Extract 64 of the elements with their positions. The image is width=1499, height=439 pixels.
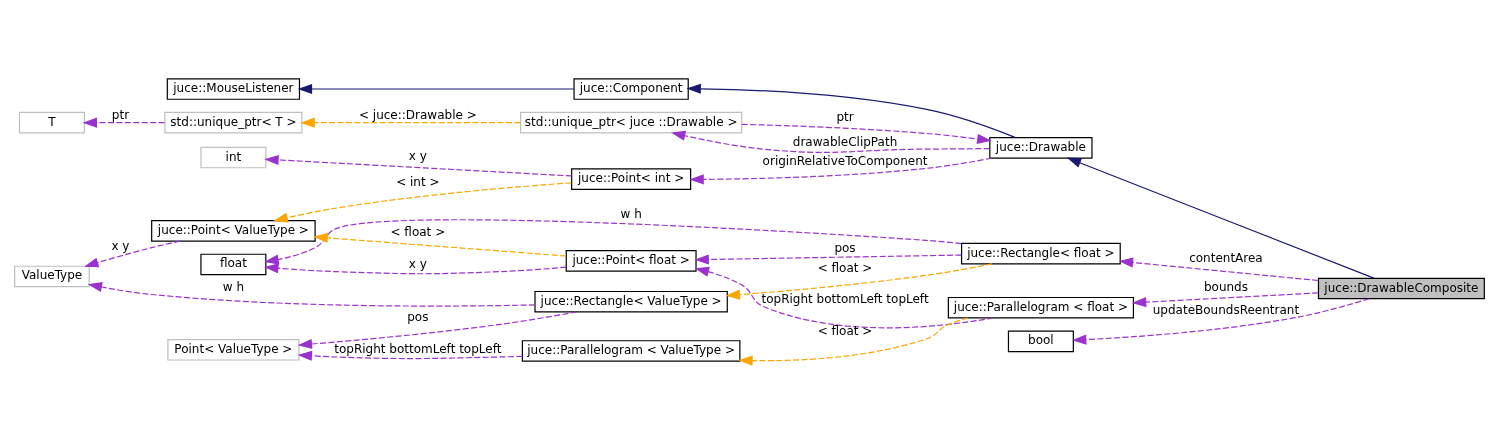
arrow: [264, 154, 573, 177]
edge-label: < float >: [817, 260, 873, 275]
arrow: [297, 83, 575, 94]
node-box: juce::Component: [573, 77, 689, 100]
edge-label: < float >: [390, 224, 446, 239]
node-box: bool: [1007, 330, 1074, 352]
edge-label: ptr: [111, 107, 130, 122]
node-box: ValueType: [14, 265, 90, 287]
arrow: [686, 83, 1017, 138]
arrow: [670, 130, 991, 153]
edge-label: w h: [620, 206, 642, 221]
edge-label: w h: [222, 279, 245, 294]
edge-label: bounds: [1203, 279, 1248, 294]
node-box: int: [200, 146, 267, 168]
arrow: [87, 281, 536, 307]
edge-label: drawableClipPath: [792, 134, 898, 148]
node-box: juce::Drawable: [989, 136, 1093, 159]
arrow: [264, 262, 567, 274]
node-box: juce::Parallelogram < ValueType >: [521, 339, 741, 362]
arrow: [689, 157, 993, 184]
edge-label: updateBoundsReentrant: [1152, 302, 1300, 317]
arrow: [313, 232, 567, 257]
edge-label: < float >: [817, 323, 873, 338]
arrow: [1131, 291, 1319, 307]
edge-label: ptr: [836, 109, 854, 124]
node-box: juce::DrawableComposite: [1317, 277, 1485, 299]
edge-label: x y: [408, 148, 427, 163]
edge-label: x y: [408, 256, 427, 271]
node-box: std::unique_ptr< T >: [164, 111, 303, 133]
arrow: [82, 117, 166, 128]
arrow: [1066, 157, 1375, 279]
arrow: [1118, 256, 1319, 281]
arrow: [694, 266, 994, 328]
arrow: [300, 117, 521, 128]
arrow: [84, 240, 181, 267]
edge-label: topRight bottomLeft topLeft: [334, 341, 502, 356]
node-box: Point< ValueType >: [167, 338, 300, 361]
edge-label: pos: [407, 309, 429, 324]
arrow: [725, 262, 993, 300]
arrow: [694, 253, 962, 265]
node-box: juce::Rectangle< float >: [961, 242, 1121, 264]
node-box: std::unique_ptr< juce ::Drawable >: [520, 111, 743, 133]
node-box: float: [200, 253, 267, 275]
edge-label: < int >: [396, 174, 440, 189]
node-box: juce::Rectangle< ValueType >: [534, 290, 728, 313]
node-box: T: [18, 111, 85, 133]
edge-label: contentArea: [1189, 250, 1263, 265]
arrow: [297, 310, 578, 349]
node-box: juce::MouseListener: [166, 77, 301, 100]
edge-label: x y: [111, 238, 130, 253]
node-box: juce::Point< int >: [571, 167, 692, 190]
edge-label: < juce::Drawable >: [358, 107, 477, 122]
edge-label: originRelativeToComponent: [762, 153, 928, 168]
arrow: [741, 123, 992, 144]
node-box: juce::Point< float >: [565, 249, 697, 272]
arrow: [273, 181, 572, 223]
edge-label: topRight bottomLeft topLeft: [761, 291, 929, 306]
node-box: juce::Parallelogram < float >: [947, 296, 1135, 319]
arrow: [738, 316, 969, 366]
arrow: [264, 218, 962, 265]
edge-label: pos: [834, 240, 856, 255]
arrow: [297, 350, 523, 361]
node-box: juce::Point< ValueType >: [151, 219, 316, 242]
arrow: [1071, 297, 1370, 345]
